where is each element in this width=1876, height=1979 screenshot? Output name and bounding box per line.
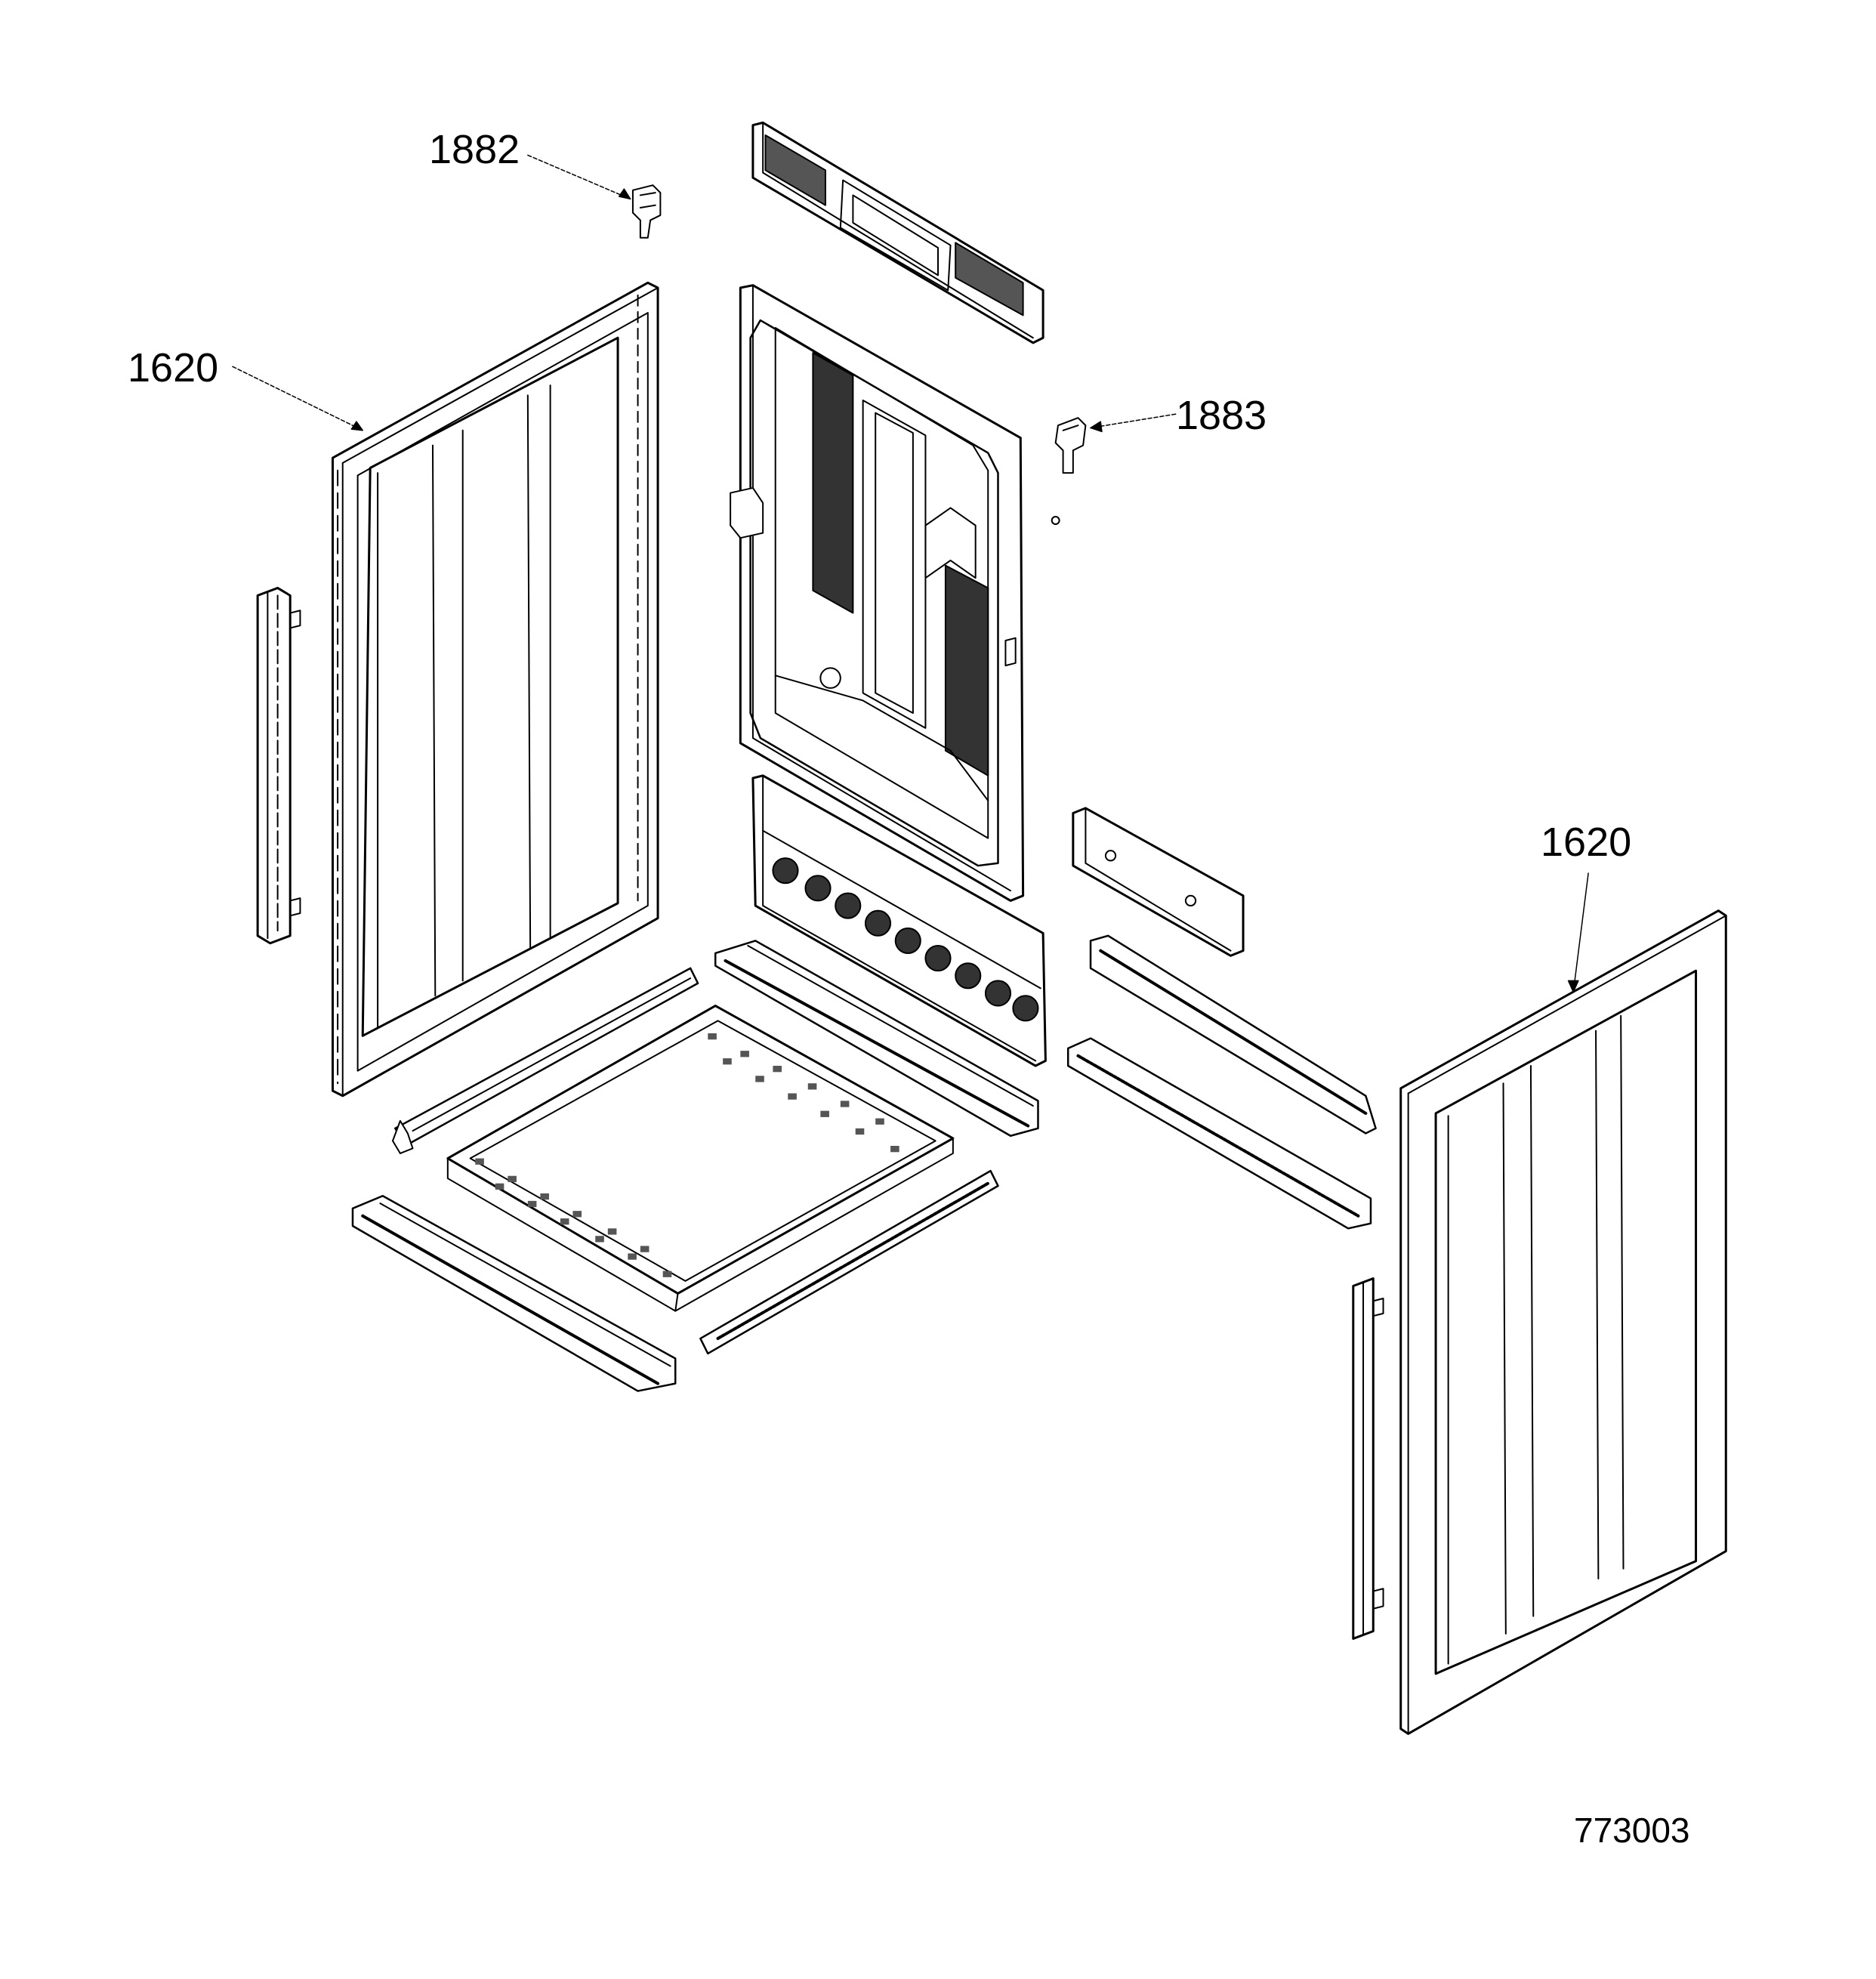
rail-bottom-right [700, 1171, 998, 1354]
arrow-1882 [619, 189, 631, 199]
hinge-clip-1882 [633, 185, 660, 238]
leader-1620-right [1573, 873, 1588, 992]
back-panel [730, 286, 1023, 901]
control-panel [753, 776, 1046, 1066]
bottom-tray [448, 1006, 953, 1311]
figure-id: 773003 [1574, 1811, 1690, 1850]
callout-1883: 1883 [1176, 393, 1267, 438]
tray-holes [475, 1033, 899, 1277]
leader-1620-left [233, 366, 363, 430]
leader-lines [233, 155, 1588, 992]
leader-1882 [528, 155, 631, 199]
top-grille [753, 122, 1043, 342]
rail-top-left [393, 968, 698, 1153]
callout-1620-right: 1620 [1541, 820, 1632, 865]
slide-rail-upper [1091, 936, 1376, 1134]
arrow-1883 [1091, 421, 1102, 431]
side-strip-left [258, 588, 300, 943]
arrow-1620-right [1569, 980, 1578, 992]
hinge-clip-1883 [1052, 418, 1086, 524]
rail-bottom-front [353, 1196, 675, 1391]
callout-1882: 1882 [429, 127, 520, 172]
callout-1620-left: 1620 [128, 345, 219, 391]
side-strip-right [1353, 1279, 1384, 1639]
door-panel-left [332, 282, 658, 1095]
mounting-bracket [1073, 808, 1243, 956]
door-panel-right [1401, 911, 1726, 1734]
slide-rail-lower [1068, 1039, 1371, 1229]
rail-top-back [715, 940, 1038, 1135]
arrow-1620-left [351, 421, 363, 431]
leader-1883 [1091, 414, 1176, 428]
